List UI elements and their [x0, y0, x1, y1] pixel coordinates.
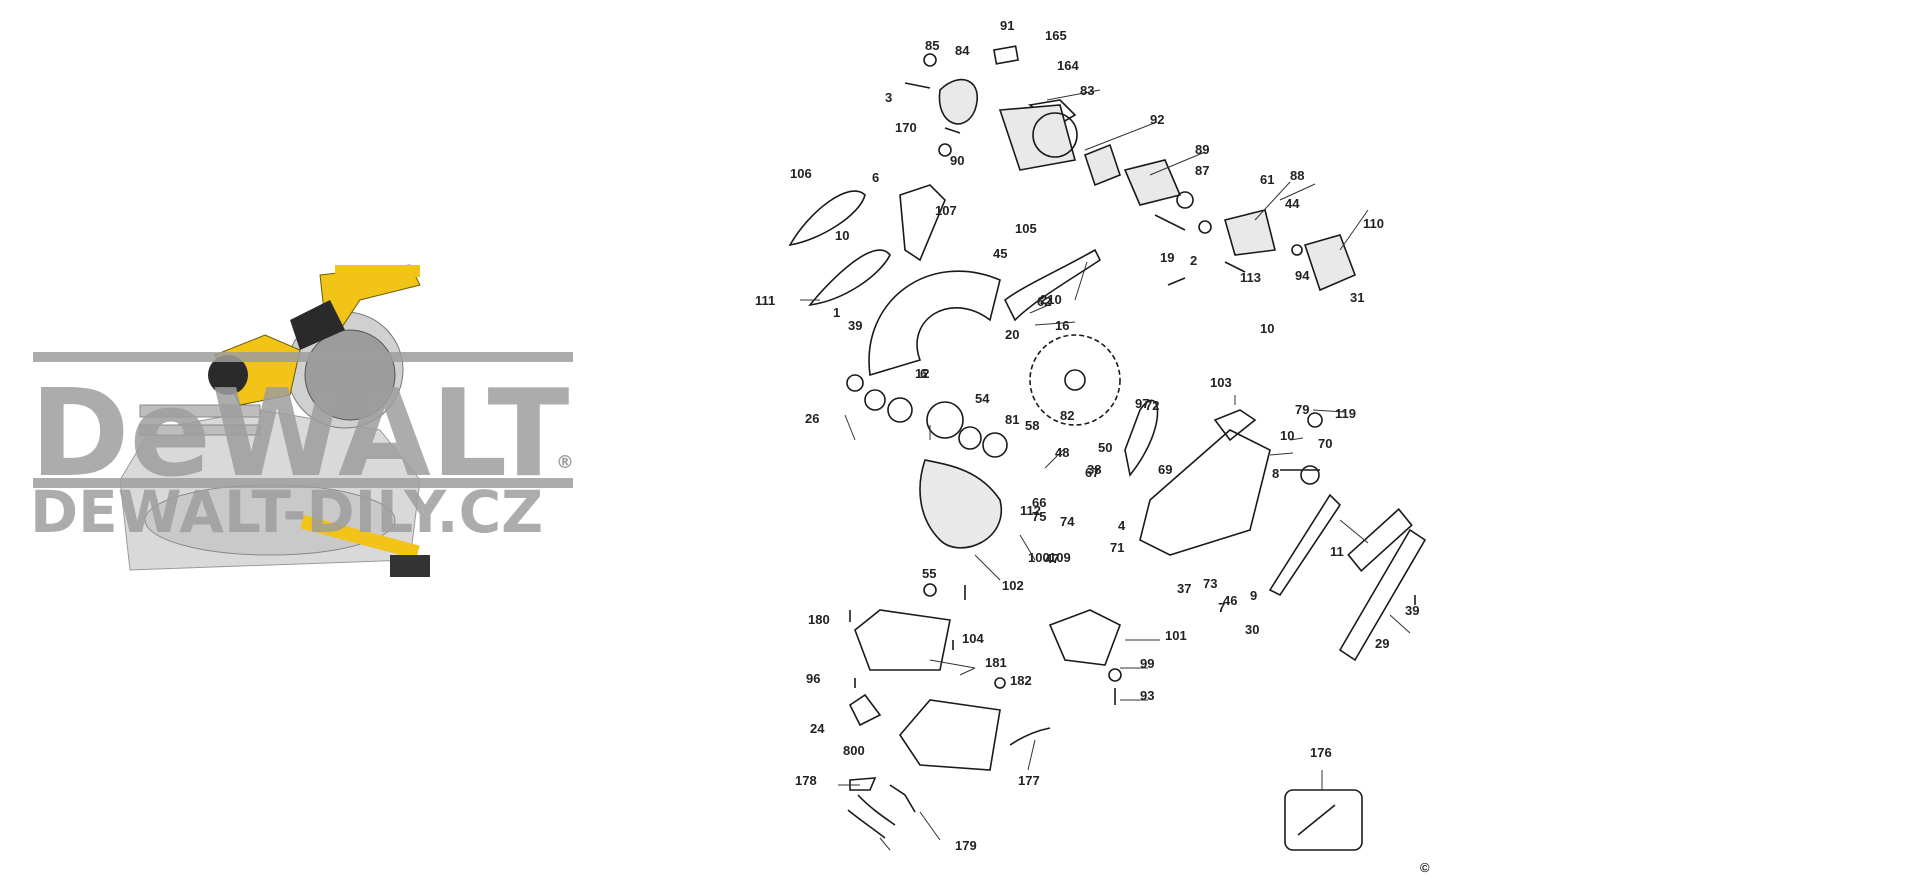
part-label: 31: [1350, 290, 1364, 305]
part-label: 103: [1210, 375, 1232, 390]
part-label: 100: [1028, 550, 1050, 565]
part-label: 87: [1195, 163, 1209, 178]
part-label: 210: [1040, 292, 1062, 307]
part-label: 176: [1310, 745, 1332, 760]
part-label: 4: [1118, 518, 1126, 533]
part-label: 55: [922, 566, 936, 581]
watermark-site: DEWALT-DILY.CZ: [30, 478, 543, 546]
part-label: 75: [1032, 509, 1046, 524]
part-label: 107: [935, 203, 957, 218]
part-label: 180: [808, 612, 830, 627]
part-label: 182: [1010, 673, 1032, 688]
copyright-mark: ©: [1420, 860, 1430, 875]
part-label: 70: [1318, 436, 1332, 451]
part-label: 1: [833, 305, 840, 320]
part-label: 104: [962, 631, 984, 646]
dewalt-watermark: DeWALT ® DEWALT-DILY.CZ: [30, 352, 574, 546]
part-label: 38: [1087, 462, 1101, 477]
part-label: 44: [1285, 196, 1300, 211]
part-label: 24: [810, 721, 825, 736]
part-label: 178: [795, 773, 817, 788]
part-label: 39: [848, 318, 862, 333]
part-label: 97: [1135, 396, 1149, 411]
part-label: 47: [1045, 551, 1059, 566]
part-label: 110: [1363, 216, 1384, 231]
part-label: 6: [872, 170, 879, 185]
part-label: 45: [993, 246, 1007, 261]
part-label: 177: [1018, 773, 1040, 788]
part-label: 3: [885, 90, 892, 105]
part-label: 9: [1250, 588, 1257, 603]
part-label: 16: [1055, 318, 1069, 333]
part-label: 800: [843, 743, 865, 758]
part-label: 83: [1080, 83, 1094, 98]
part-label: 92: [1150, 112, 1164, 127]
part-label: 93: [1140, 688, 1154, 703]
leader-lines: [800, 89, 1411, 851]
part-label: 8: [1272, 466, 1279, 481]
part-label: 85: [925, 38, 939, 53]
part-label: 88: [1290, 168, 1304, 183]
part-label: 20: [1005, 327, 1019, 342]
part-label: 46: [1223, 593, 1237, 608]
part-label: 119: [1335, 406, 1356, 421]
part-label: 81: [1005, 412, 1019, 427]
part-label: 84: [955, 43, 970, 58]
part-label: 10: [1260, 321, 1274, 336]
part-label: 58: [1025, 418, 1039, 433]
part-label: 113: [1240, 270, 1261, 285]
part-label: 91: [1000, 18, 1014, 33]
part-label: 102: [1002, 578, 1024, 593]
part-label: 72: [1145, 398, 1159, 413]
part-label: 6: [920, 366, 927, 381]
part-label: 79: [1295, 402, 1309, 417]
part-label: 2: [1190, 253, 1197, 268]
part-label: 10: [835, 228, 849, 243]
part-label: 89: [1195, 142, 1209, 157]
part-label: 69: [1158, 462, 1172, 477]
part-label: 165: [1045, 28, 1067, 43]
part-label: 94: [1295, 268, 1310, 283]
part-label: 112: [1020, 503, 1041, 518]
part-label: 179: [955, 838, 977, 853]
part-label: 61: [1260, 172, 1274, 187]
part-label: 96: [806, 671, 820, 686]
part-label: 73: [1203, 576, 1217, 591]
part-label: 111: [755, 293, 775, 308]
part-label: 10: [1280, 428, 1294, 443]
watermark-registered: ®: [556, 452, 574, 473]
part-label: 82: [1060, 408, 1074, 423]
part-label: 106: [790, 166, 812, 181]
part-label: 30: [1245, 622, 1259, 637]
part-label: 48: [1055, 445, 1069, 460]
part-label: 12: [915, 366, 929, 381]
part-label: 181: [985, 655, 1007, 670]
part-label: 101: [1165, 628, 1187, 643]
part-label: 67: [1085, 465, 1099, 480]
part-label: 105: [1015, 221, 1037, 236]
part-label: 90: [950, 153, 964, 168]
part-label: 11: [1330, 544, 1344, 559]
part-label: 62: [1037, 294, 1051, 309]
part-label: 74: [1060, 514, 1075, 529]
part-label: 71: [1110, 540, 1124, 555]
part-label: 39: [1405, 603, 1419, 618]
part-label: 170: [895, 120, 917, 135]
part-label: 29: [1375, 636, 1389, 651]
part-label: 109: [1049, 550, 1071, 565]
part-drawings: [788, 45, 1427, 851]
part-label: 37: [1177, 581, 1191, 596]
part-label: 7: [1218, 600, 1225, 615]
part-label: 54: [975, 391, 990, 406]
part-label: 99: [1140, 656, 1154, 671]
part-label: 19: [1160, 250, 1174, 265]
part-label: 26: [805, 411, 819, 426]
part-label: 50: [1098, 440, 1112, 455]
part-label: 66: [1032, 495, 1046, 510]
part-label: 164: [1057, 58, 1079, 73]
